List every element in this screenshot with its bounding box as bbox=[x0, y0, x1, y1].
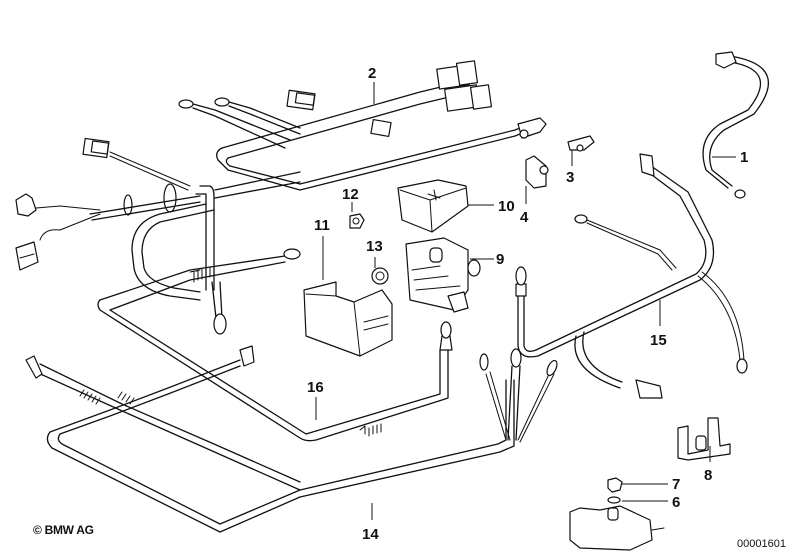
protective-cap[interactable] bbox=[303, 281, 393, 357]
junction-block-cover[interactable] bbox=[397, 179, 469, 233]
callout-14: 14 bbox=[362, 526, 379, 543]
callout-8: 8 bbox=[704, 467, 712, 484]
callout-10: 10 bbox=[498, 198, 515, 215]
battery-cable-harness[interactable] bbox=[515, 153, 748, 399]
hex-nut[interactable] bbox=[607, 477, 623, 493]
copyright-notice: © BMW AG bbox=[33, 523, 94, 537]
callout-16: 16 bbox=[307, 379, 324, 396]
nut-collar[interactable] bbox=[371, 267, 389, 285]
harness-left-branch[interactable] bbox=[15, 137, 215, 301]
callout-12: 12 bbox=[342, 186, 359, 203]
callout-9: 9 bbox=[496, 251, 504, 268]
callout-4: 4 bbox=[520, 209, 529, 226]
mounting-base[interactable] bbox=[569, 505, 665, 551]
callout-13: 13 bbox=[366, 238, 383, 255]
junction-block[interactable] bbox=[405, 237, 481, 313]
callout-11: 11 bbox=[314, 217, 330, 234]
callout-2: 2 bbox=[368, 65, 376, 82]
callout-15: 15 bbox=[650, 332, 667, 349]
callout-7: 7 bbox=[672, 476, 680, 493]
document-id: 00001601 bbox=[737, 538, 786, 550]
wiring-harness-lower[interactable] bbox=[25, 345, 559, 533]
cable-holder-clip[interactable] bbox=[525, 155, 549, 189]
callout-1: 1 bbox=[740, 149, 748, 166]
nut-small[interactable] bbox=[349, 213, 365, 229]
battery-cable-positive[interactable] bbox=[702, 51, 770, 199]
callout-6: 6 bbox=[672, 494, 680, 511]
wiring-harness-main[interactable] bbox=[178, 60, 547, 199]
callouts: 2 1 3 4 10 9 12 11 13 15 16 8 7 6 14 bbox=[307, 65, 748, 543]
battery-terminal-clamp[interactable] bbox=[567, 135, 595, 152]
holder-bracket[interactable] bbox=[677, 417, 731, 461]
callout-3: 3 bbox=[566, 169, 574, 186]
washer[interactable] bbox=[607, 496, 621, 504]
